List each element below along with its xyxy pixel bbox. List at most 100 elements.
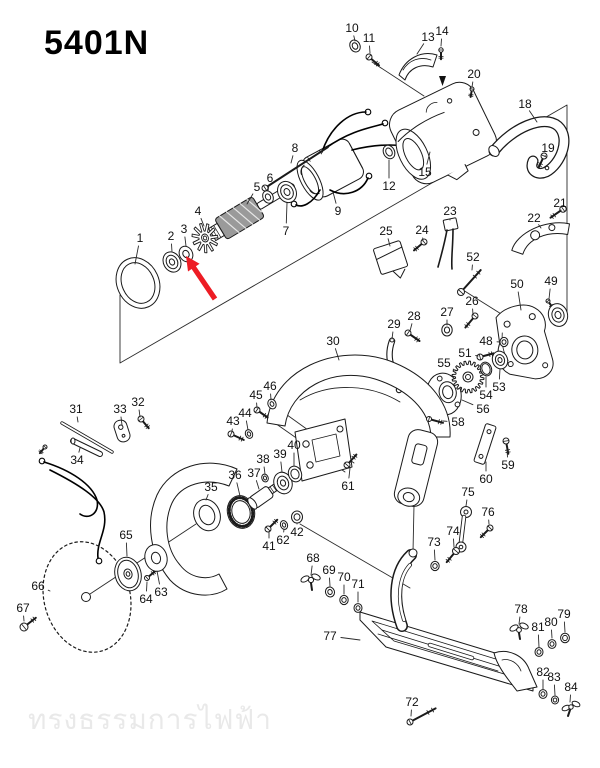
part-35-safety-cover xyxy=(150,462,238,596)
part-label-75: 75 xyxy=(461,485,475,499)
blade-hub xyxy=(81,592,91,602)
part-label-22: 22 xyxy=(527,211,541,225)
part-31-rod xyxy=(60,421,114,454)
part-30-blade-guard xyxy=(266,354,451,507)
part-label-9: 9 xyxy=(335,204,342,218)
washer-set xyxy=(291,510,303,524)
part-label-51: 51 xyxy=(458,346,472,360)
part-label-36: 36 xyxy=(228,468,242,482)
part-label-3: 3 xyxy=(181,222,188,236)
part-label-83: 83 xyxy=(547,670,561,684)
base-riser xyxy=(390,548,418,632)
part-label-6: 6 xyxy=(267,171,274,185)
leader-line-18 xyxy=(528,110,538,123)
part-label-37: 37 xyxy=(247,466,261,480)
leader-line-73 xyxy=(433,549,436,561)
washer-set xyxy=(499,336,509,348)
part-75-lever-arm xyxy=(455,506,472,553)
leader-line-55 xyxy=(452,368,457,372)
part-23-terminal xyxy=(437,217,459,270)
part-55-gear xyxy=(451,360,485,394)
part-label-61: 61 xyxy=(341,479,355,493)
leader-line-6 xyxy=(267,185,270,192)
part-label-77: 77 xyxy=(323,629,337,643)
cap-inner-line xyxy=(402,58,432,71)
washer-set xyxy=(339,594,349,606)
leader-line-38 xyxy=(263,466,266,475)
leader-line-84 xyxy=(569,694,571,703)
part-25-switch xyxy=(373,240,409,279)
leader-line-2 xyxy=(171,243,173,253)
washer-set xyxy=(162,251,182,273)
part-label-1: 1 xyxy=(137,231,144,245)
washer-set xyxy=(353,603,363,613)
part-label-60: 60 xyxy=(479,472,493,486)
washer-set xyxy=(262,190,274,204)
part-label-4: 4 xyxy=(195,204,202,218)
washer-set xyxy=(267,398,277,410)
part-label-13: 13 xyxy=(421,30,435,44)
part-36-clamp-ring xyxy=(226,495,256,529)
part-label-62: 62 xyxy=(276,533,290,547)
part-label-55: 55 xyxy=(437,356,451,370)
part-label-71: 71 xyxy=(351,577,365,591)
part-label-24: 24 xyxy=(415,223,429,237)
part-15-motor-housing xyxy=(389,81,497,185)
screw xyxy=(413,238,428,252)
part-22-lever xyxy=(511,222,571,255)
leader-line-69 xyxy=(329,577,331,587)
screw xyxy=(464,312,479,329)
part-50-gear-housing xyxy=(495,304,554,380)
leader-line-65 xyxy=(125,542,128,557)
screw xyxy=(253,406,269,419)
part-label-76: 76 xyxy=(481,505,495,519)
part-label-41: 41 xyxy=(262,539,276,553)
part-label-50: 50 xyxy=(510,277,524,291)
leader-line-83 xyxy=(553,684,556,696)
leader-line-3 xyxy=(184,236,187,247)
part-18-handle xyxy=(488,116,570,179)
part-label-46: 46 xyxy=(263,379,277,393)
leader-line-28 xyxy=(409,323,413,332)
part-label-59: 59 xyxy=(501,458,515,472)
part-68-wing-bolt xyxy=(300,573,321,591)
part-label-67: 67 xyxy=(16,601,30,615)
part-label-64: 64 xyxy=(139,592,153,606)
leader-line-35 xyxy=(205,494,209,501)
part-label-18: 18 xyxy=(518,97,532,111)
washer-set xyxy=(279,520,289,530)
part-label-44: 44 xyxy=(238,406,252,420)
part-4-fan xyxy=(191,222,219,254)
leader-line-8 xyxy=(290,155,294,164)
part-label-70: 70 xyxy=(337,570,351,584)
part-label-12: 12 xyxy=(382,179,396,193)
part-label-72: 72 xyxy=(405,695,419,709)
screw xyxy=(438,47,444,61)
leader-line-7 xyxy=(285,202,288,224)
screw xyxy=(479,524,494,539)
part-33-plate xyxy=(113,419,131,443)
washer-set xyxy=(538,689,548,699)
part-label-35: 35 xyxy=(204,480,218,494)
part-label-21: 21 xyxy=(553,196,567,210)
washer-set xyxy=(547,639,557,649)
part-label-84: 84 xyxy=(564,680,578,694)
leader-line-32 xyxy=(138,409,141,418)
leader-line-11 xyxy=(369,45,371,54)
leader-line-51 xyxy=(475,355,479,357)
screw xyxy=(468,86,475,98)
part-label-25: 25 xyxy=(379,224,393,238)
screw xyxy=(404,329,421,343)
screw xyxy=(38,444,48,455)
screw xyxy=(537,152,548,168)
part-78-wing-nut xyxy=(509,622,529,640)
leader-line-22 xyxy=(538,224,542,229)
part-label-78: 78 xyxy=(514,602,528,616)
leader-line-1 xyxy=(134,245,139,265)
screw xyxy=(227,430,245,442)
leader-line-33 xyxy=(120,416,123,426)
leader-line-44 xyxy=(245,420,249,431)
part-label-8: 8 xyxy=(292,141,299,155)
leader-line-34 xyxy=(78,447,81,453)
